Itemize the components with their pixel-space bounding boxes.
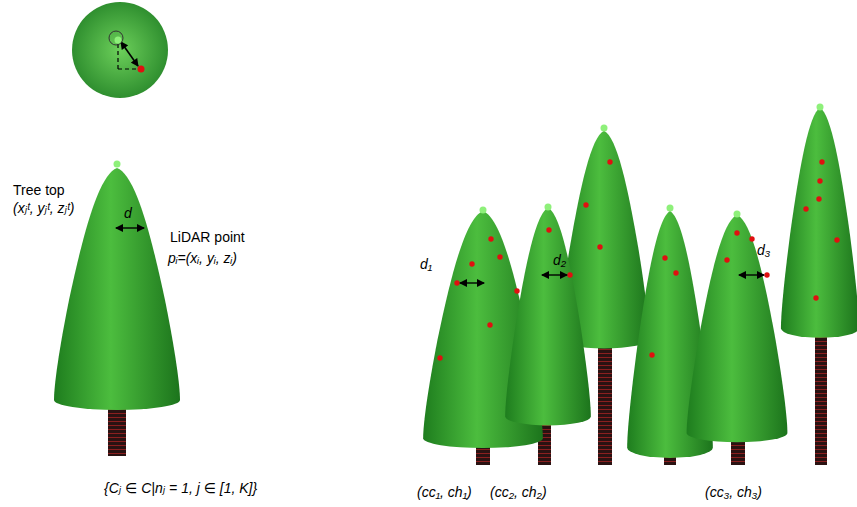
distance-label: d₃ [757, 242, 770, 258]
set-notation: {Cⱼ ∈ C|nⱼ = 1, j ∈ [1, K]} [104, 480, 257, 496]
distance-label: d₁ [420, 256, 432, 272]
tree-top-label: Tree top [13, 182, 65, 198]
crown-parameter-label: (cc₁, ch₁) [417, 484, 472, 500]
crown-parameter-label: (cc₂, ch₂) [490, 484, 547, 500]
coordinate-label: pᵢ=(xᵢ, yᵢ, zᵢ) [168, 250, 237, 266]
coordinate-label: (xⱼᵗ, yⱼᵗ, zⱼᵗ) [13, 200, 74, 216]
lidar-point-label: LiDAR point [170, 229, 245, 245]
distance-label: d [124, 205, 132, 221]
crown-parameter-label: (cc₃, ch₃) [705, 484, 762, 500]
distance-label: d₂ [553, 252, 566, 268]
